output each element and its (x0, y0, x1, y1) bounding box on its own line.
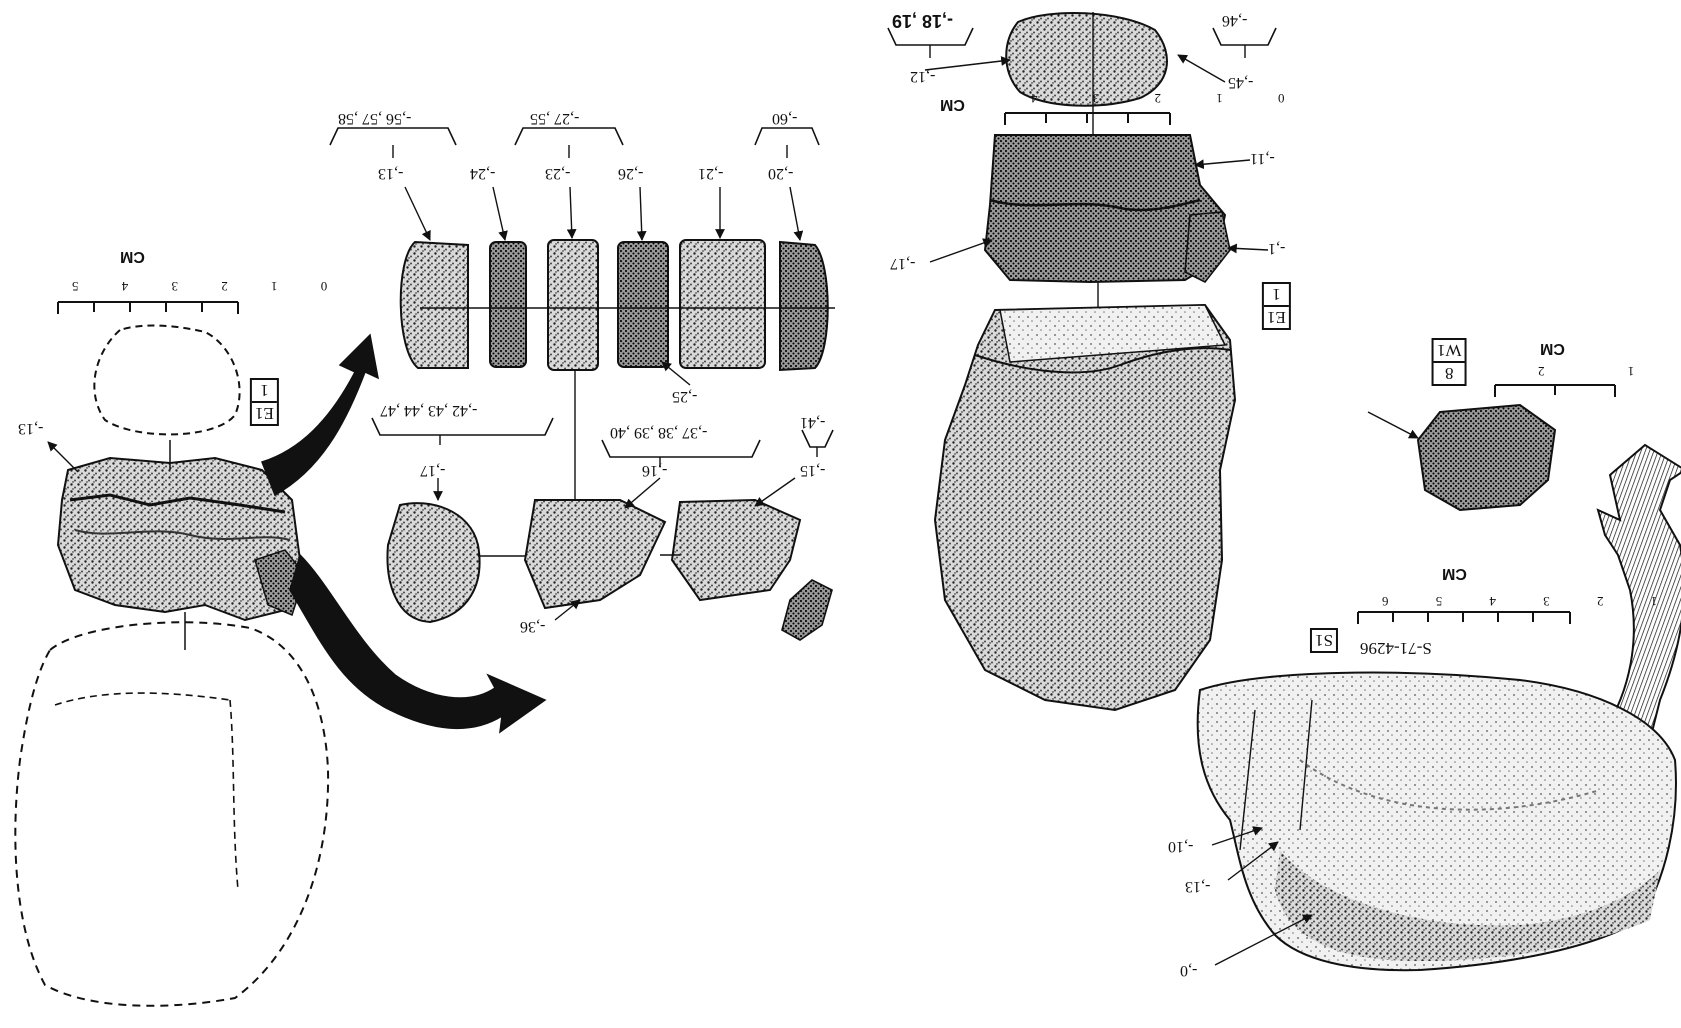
slice-4 (618, 242, 668, 367)
right-scale-ticks: 0 1 2 3 4 (1005, 92, 1285, 105)
slice-label-1: -,13 (378, 165, 403, 181)
left-scale-unit: CM (120, 248, 145, 264)
large-pointer-label-3: -,0 (1180, 962, 1197, 978)
slice-5 (680, 240, 765, 368)
right-top-label-2: -,46 (1222, 12, 1247, 28)
bracket-label-2: -,27 ,55 (530, 110, 579, 126)
left-scale-bar-icon (58, 302, 238, 314)
middle-group (330, 128, 835, 640)
hatched-arrow-icon (1598, 445, 1681, 740)
left-pointer-label: -,13 (18, 420, 43, 436)
right-sample-tag: E1 1 (1262, 282, 1291, 330)
right-pointer-label-2: -,45 (1228, 74, 1253, 90)
right-pointer-label-4: -,17 (890, 255, 915, 271)
small-sample-tag: 8 W1 (1432, 338, 1467, 386)
right-pointer-label-3: -,11 (1250, 150, 1275, 166)
lower-bracket-label-1: -,42 ,43 ,44 ,47 (380, 402, 477, 418)
fragment-label-16: -,16 (642, 462, 667, 478)
slice-3 (548, 240, 598, 370)
dashed-outline-top (94, 326, 239, 435)
slice-label-5: -,21 (698, 165, 723, 181)
lower-bracket-label-3: -,41 (800, 414, 825, 430)
rock-fragment-icon (58, 458, 300, 620)
curved-arrow-icon (262, 335, 378, 495)
right-sample (888, 12, 1276, 710)
large-sample-tag: S1 (1310, 628, 1338, 653)
right-scale-bar-icon (1005, 113, 1170, 125)
dashed-outline-bottom (15, 622, 328, 1006)
lower-bracket-label-2: -,37 ,38 ,39 ,40 (610, 424, 707, 440)
fragment-label-36: -,36 (520, 618, 545, 634)
small-scale-ticks: 1 2 (1498, 365, 1634, 378)
slice-6 (780, 242, 828, 370)
slice-label-6: -,20 (768, 165, 793, 181)
right-pointer-label-1: -,12 (910, 68, 935, 84)
slice-label-2: -,24 (470, 165, 495, 181)
left-sample-tag: E1 1 (250, 378, 279, 426)
large-sample (1198, 673, 1676, 971)
fragment-16 (525, 500, 665, 608)
fragment-15 (672, 500, 800, 600)
core-lower (935, 305, 1235, 710)
fragment-17 (387, 503, 479, 622)
slice-2 (490, 242, 526, 367)
slice-label-4: -,26 (618, 165, 643, 181)
bracket-label-3: -,60 (772, 110, 797, 126)
right-scale-unit: CM (940, 96, 965, 112)
fragment-small (782, 580, 832, 640)
right-top-label-1: -,18 ,19 (892, 12, 953, 30)
slice-1 (401, 242, 468, 368)
small-sample (1368, 385, 1615, 510)
large-scale-unit: CM (1442, 565, 1467, 581)
large-scale-ticks: 0 1 2 3 4 5 6 (1360, 595, 1681, 608)
left-scale-ticks: 0 1 2 3 4 5 (52, 280, 327, 293)
large-pointer-label-1: -,10 (1168, 838, 1193, 854)
right-pointer-label-5: -,1 (1268, 240, 1285, 256)
sample-id: S-71-4296 (1360, 640, 1432, 657)
small-scale-unit: CM (1540, 340, 1565, 356)
large-pointer-label-2: -,13 (1185, 878, 1210, 894)
slice-sub-label: -,25 (672, 388, 697, 404)
fragment-label-15: -,15 (800, 462, 825, 478)
large-scale-bar-icon (1358, 612, 1570, 624)
fragment-label-17: -,17 (420, 462, 445, 478)
rock-fragment-icon (1418, 405, 1555, 510)
left-sample (15, 326, 328, 1006)
bracket-label-1: -,56 ,57 ,58 (338, 110, 411, 126)
slice-label-3: -,23 (545, 165, 570, 181)
